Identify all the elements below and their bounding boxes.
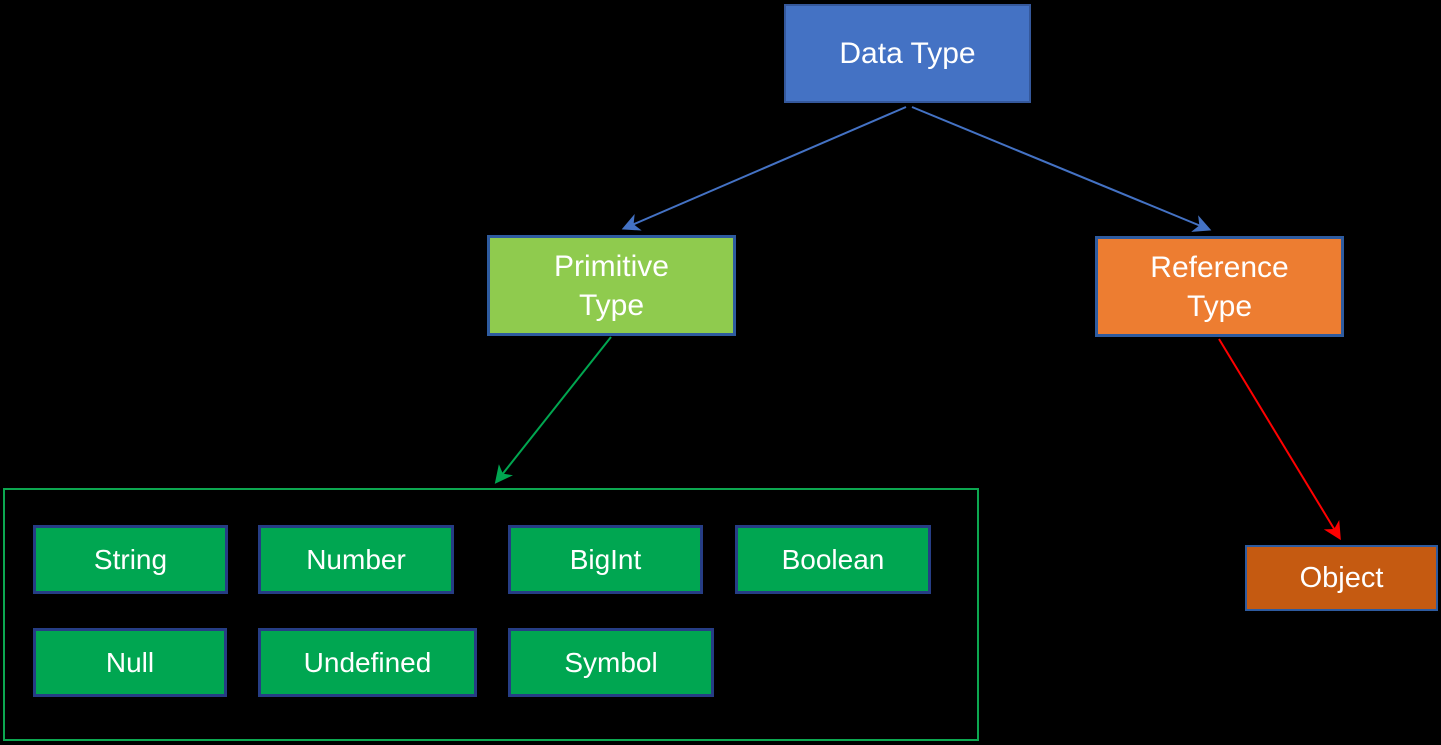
node-symbol-label: Symbol [564, 646, 658, 678]
node-string: String [33, 525, 228, 594]
edge-datatype-to-reference [911, 106, 1212, 232]
node-bigint-label: BigInt [569, 543, 642, 575]
edge-datatype-to-primitive [621, 106, 907, 231]
node-primitive-type: Primitive Type [487, 235, 736, 336]
edge-primitive-to-group [494, 336, 612, 484]
node-null-label: Null [105, 646, 155, 678]
edge-reference-to-object [1218, 338, 1341, 541]
node-primitive-type-label-line2: Type [578, 288, 645, 322]
node-null: Null [33, 628, 227, 697]
node-reference-type-label-line2: Type [1186, 289, 1253, 323]
node-bigint: BigInt [508, 525, 703, 594]
node-number-label: Number [306, 543, 406, 575]
node-symbol: Symbol [508, 628, 714, 697]
node-boolean: Boolean [735, 525, 931, 594]
node-string-label: String [93, 543, 168, 575]
node-boolean-label: Boolean [781, 543, 885, 575]
node-number: Number [258, 525, 454, 594]
node-object: Object [1245, 545, 1438, 611]
node-reference-type: Reference Type [1095, 236, 1344, 337]
node-object-label: Object [1299, 561, 1384, 594]
primitive-members-group [3, 488, 979, 741]
node-undefined: Undefined [258, 628, 477, 697]
node-data-type: Data Type [784, 4, 1031, 103]
node-primitive-type-label-line1: Primitive [553, 249, 669, 283]
node-reference-type-label-line1: Reference [1150, 250, 1289, 284]
node-undefined-label: Undefined [303, 646, 432, 678]
node-data-type-label: Data Type [839, 36, 976, 70]
